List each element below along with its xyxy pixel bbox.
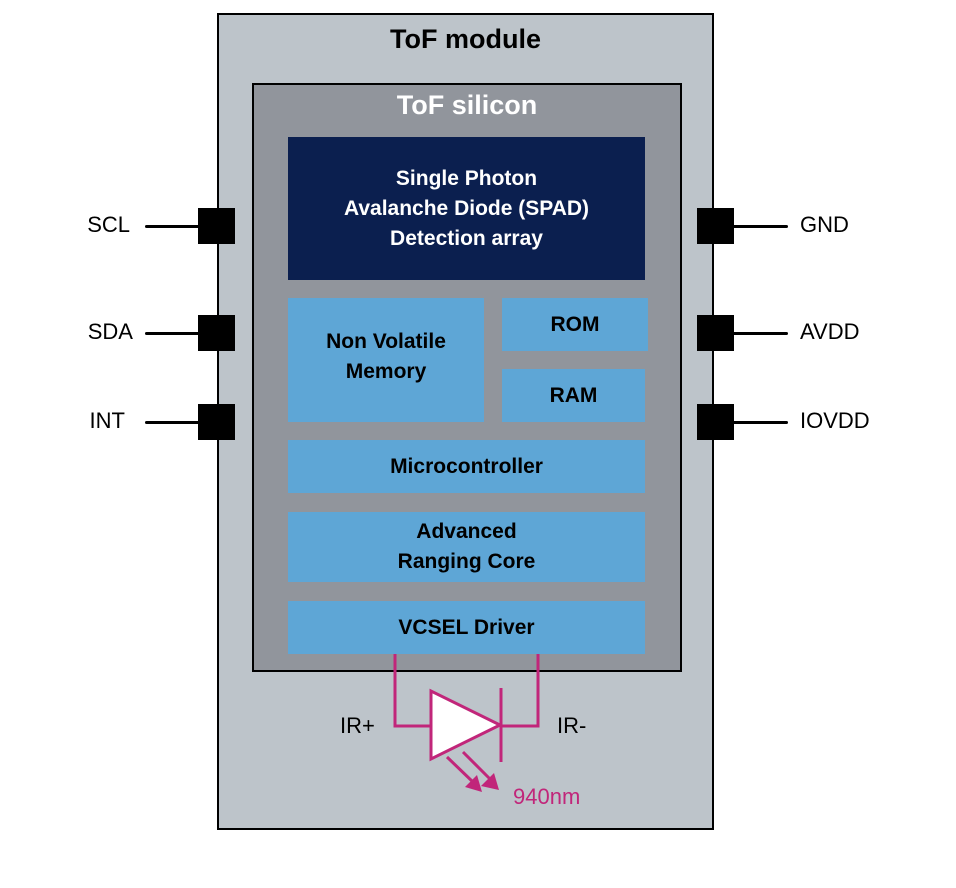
tof-silicon-title: ToF silicon [396, 90, 538, 120]
advanced-ranging-core-block: Advanced Ranging Core [288, 512, 645, 582]
pin-label-gnd: GND [800, 212, 849, 237]
emission-arrow-1-shaft [445, 755, 476, 785]
pin-pad-scl [198, 208, 235, 244]
ir-minus-wire [501, 654, 540, 728]
ram-block: RAM [502, 369, 645, 422]
pin-label-iovdd: IOVDD [800, 408, 870, 433]
pin-pad-gnd [697, 208, 734, 244]
tof-module-title: ToF module [390, 24, 541, 54]
emission-arrow-2-shaft [461, 750, 492, 781]
vcsel-driver-block: VCSEL Driver [288, 601, 645, 654]
emission-arrow-2-head-icon [481, 773, 499, 790]
pin-wire-sda [145, 332, 205, 335]
emission-arrow-1-head-icon [465, 775, 482, 792]
microcontroller-block: Microcontroller [288, 440, 645, 493]
diode-triangle-icon [429, 688, 504, 762]
non-volatile-memory-block: Non Volatile Memory [288, 298, 484, 422]
pin-label-avdd: AVDD [800, 319, 860, 344]
pin-label-sda: SDA [87, 319, 133, 344]
pin-pad-avdd [697, 315, 734, 351]
pin-pad-sda [198, 315, 235, 351]
wavelength-label: 940nm [513, 784, 581, 809]
pin-pad-iovdd [697, 404, 734, 440]
pin-wire-gnd [728, 225, 788, 228]
spad-array-block: Single Photon Avalanche Diode (SPAD) Det… [288, 137, 645, 280]
pin-pad-int [198, 404, 235, 440]
pin-wire-scl [145, 225, 205, 228]
ir-minus-label: IR- [557, 713, 587, 738]
pin-wire-iovdd [728, 421, 788, 424]
pin-label-int: INT [89, 408, 125, 433]
pin-wire-int [145, 421, 205, 424]
rom-block: ROM [502, 298, 648, 351]
pin-wire-avdd [728, 332, 788, 335]
pin-label-scl: SCL [87, 212, 130, 237]
ir-plus-wire [393, 654, 431, 728]
ir-plus-label: IR+ [340, 713, 375, 738]
